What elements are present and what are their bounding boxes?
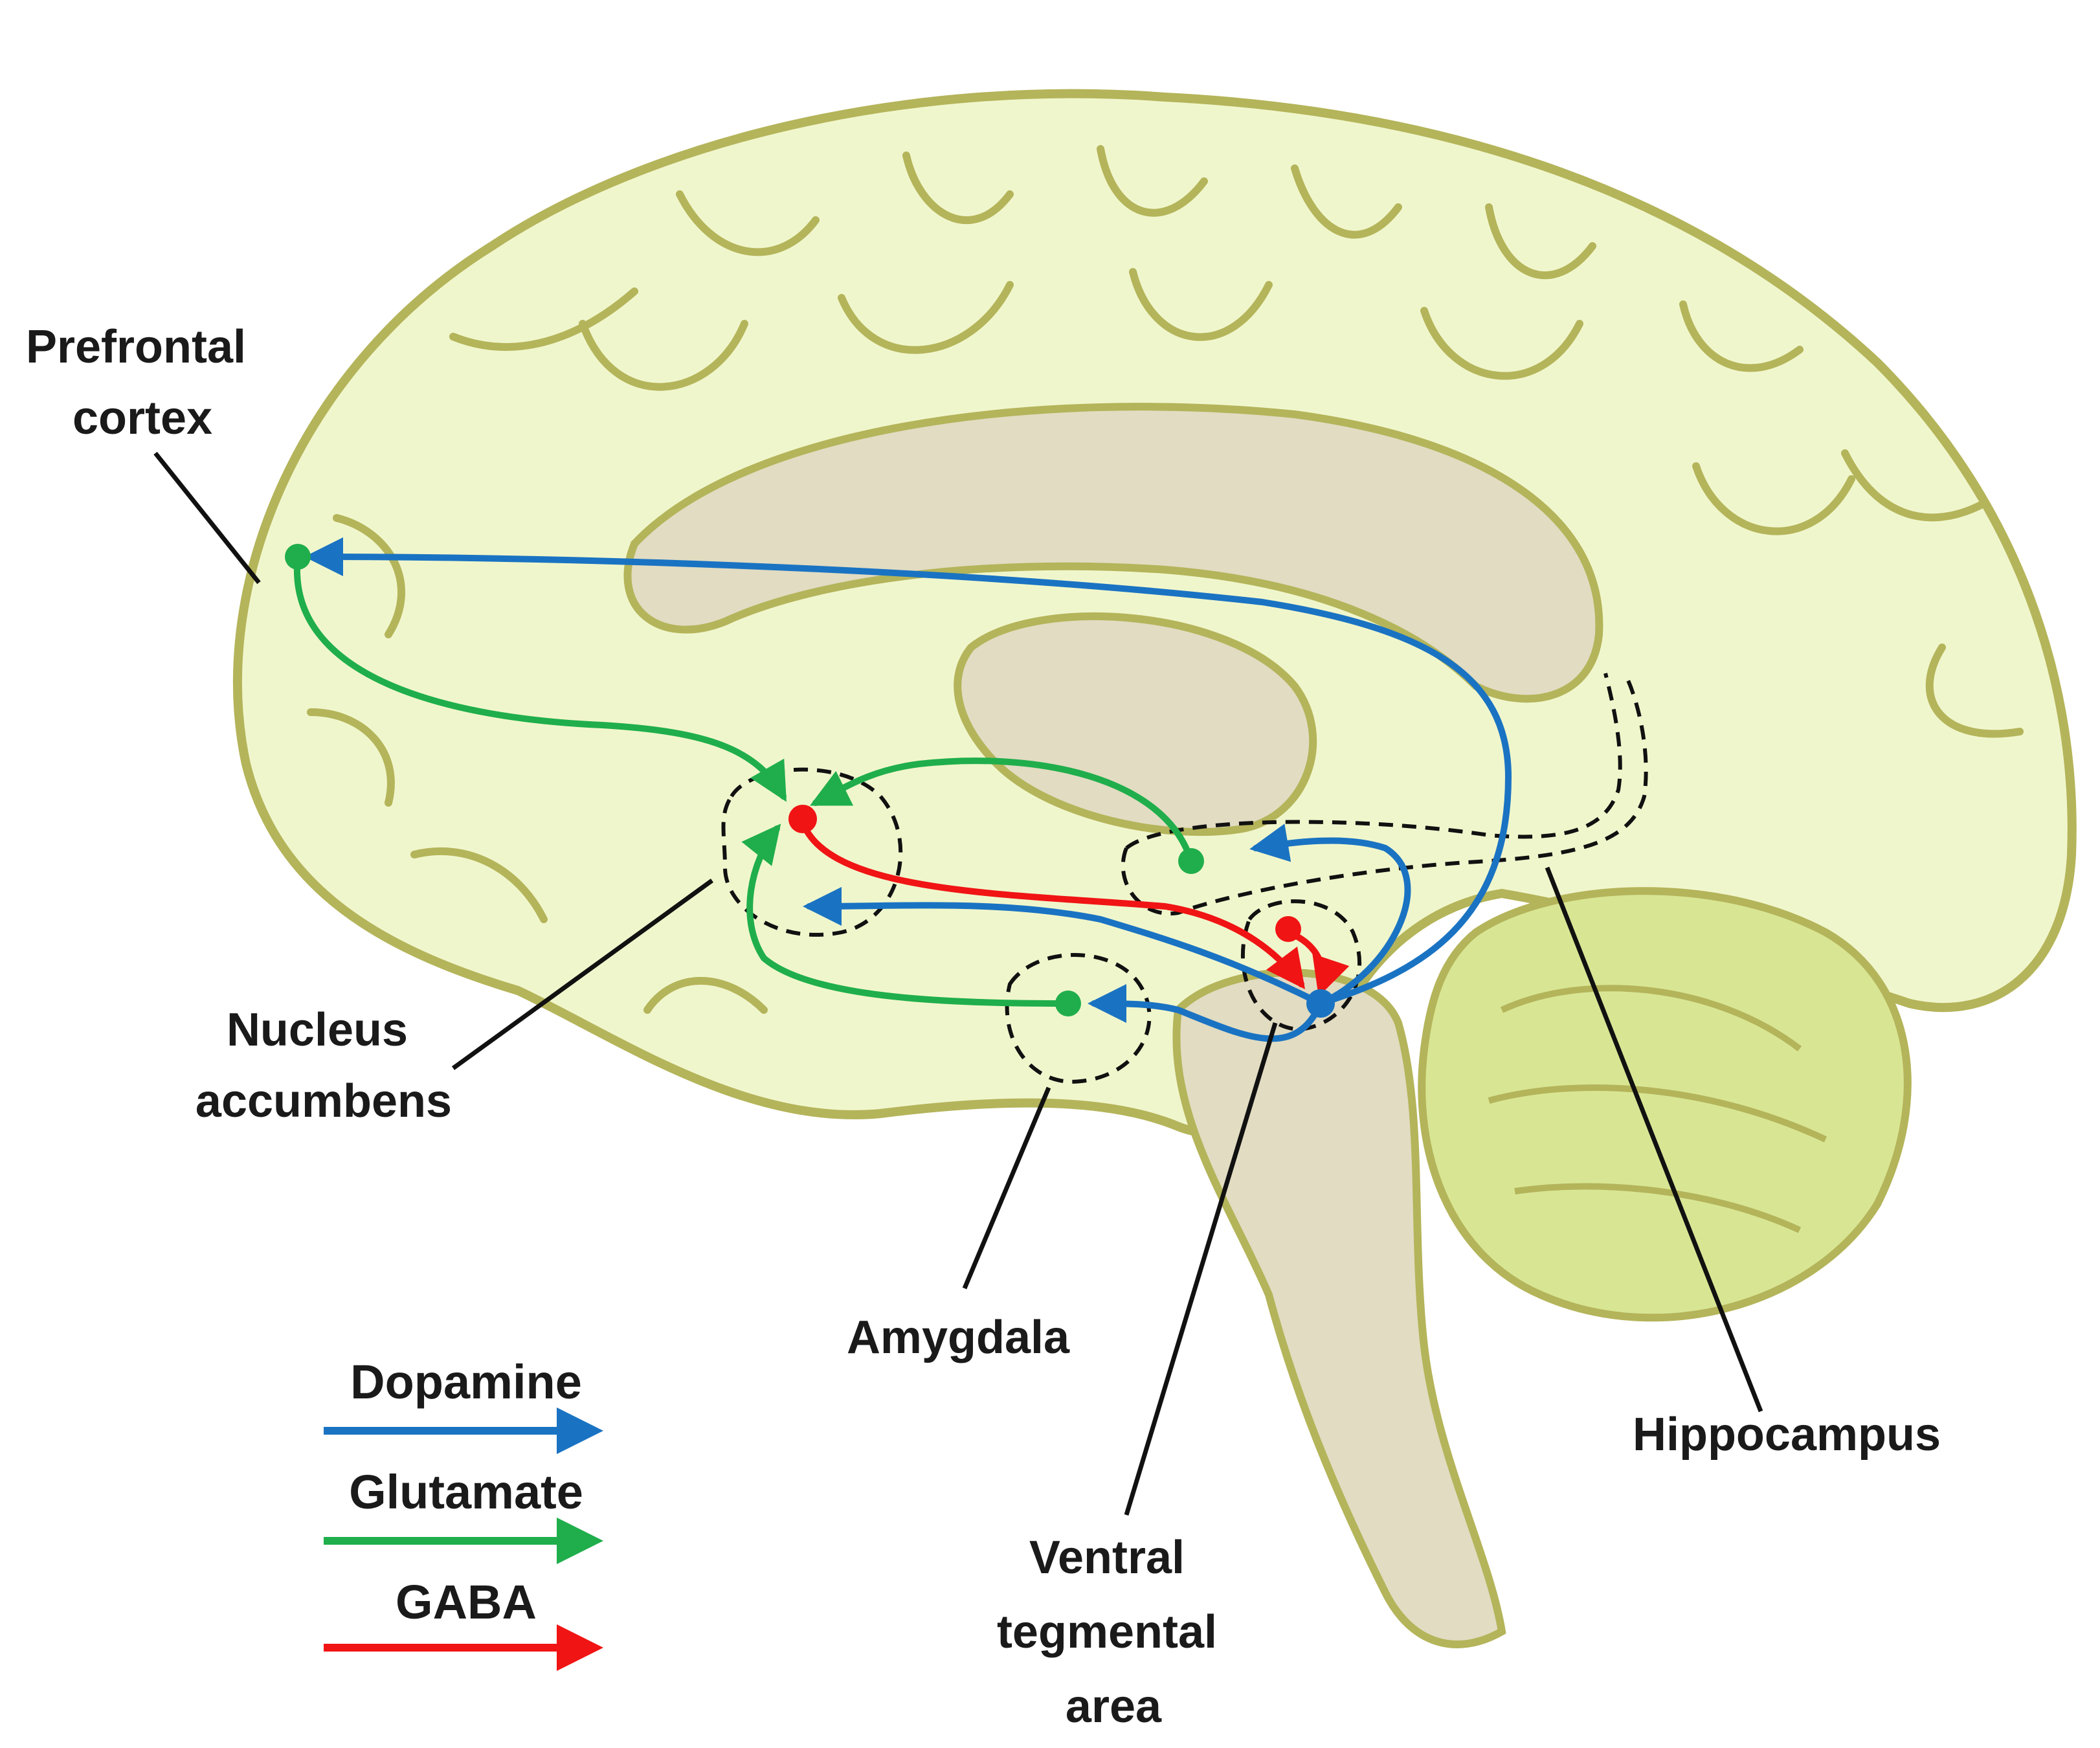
nac-node [788, 805, 817, 833]
legend-dopamine-label: Dopamine [350, 1355, 582, 1409]
amygdala-leader [962, 1086, 1051, 1290]
corpus-callosum [623, 403, 1603, 703]
amygdala-node [1055, 991, 1081, 1016]
glutamate-amygdala-to-nac [741, 824, 1065, 1007]
pfc-node [285, 544, 311, 570]
label-nucleus-accumbens: Nucleus accumbens [195, 1004, 452, 1127]
label-ventral-tegmental-area: Ventral tegmental area [997, 1532, 1230, 1732]
vta-node [1306, 989, 1335, 1018]
pfc-leader [153, 451, 261, 585]
dopamine-vta-to-nac [803, 886, 1324, 1007]
cerebrum [232, 89, 2077, 1138]
legend-glutamate-label: Glutamate [349, 1465, 583, 1519]
brainstem [1172, 969, 1506, 1648]
vta-leader [1124, 1022, 1278, 1516]
dopamine-vta-to-pfc [304, 537, 1512, 1007]
label-hippocampus: Hippocampus [1633, 1409, 1941, 1461]
gyri [307, 145, 2024, 1014]
label-prefrontal-cortex: Prefrontal cortex [26, 321, 259, 444]
glutamate-hippocampus-to-nac [810, 757, 1194, 864]
label-amygdala: Amygdala [847, 1312, 1070, 1363]
dopamine-vta-to-hippocampus [1249, 824, 1411, 1007]
thalamus [954, 612, 1317, 836]
hippocampus-node [1178, 848, 1204, 874]
gaba-nac-to-vta [799, 819, 1306, 989]
cerebellum [1418, 887, 1912, 1322]
vta-outline [1241, 899, 1361, 1032]
hippocampus-leader [1545, 866, 1763, 1413]
amygdala-outline [1005, 953, 1152, 1084]
cerebellum-folia [1488, 985, 1827, 1233]
legend: Dopamine Glutamate GABA [324, 1355, 603, 1671]
legend-gaba-label: GABA [396, 1575, 537, 1629]
hippocampus-outline [1121, 672, 1648, 916]
glutamate-pfc-to-nac [293, 554, 787, 802]
nac-leader [451, 879, 714, 1070]
dopamine-vta-to-amygdala [1088, 984, 1324, 1042]
vta-gaba-node [1275, 916, 1301, 942]
